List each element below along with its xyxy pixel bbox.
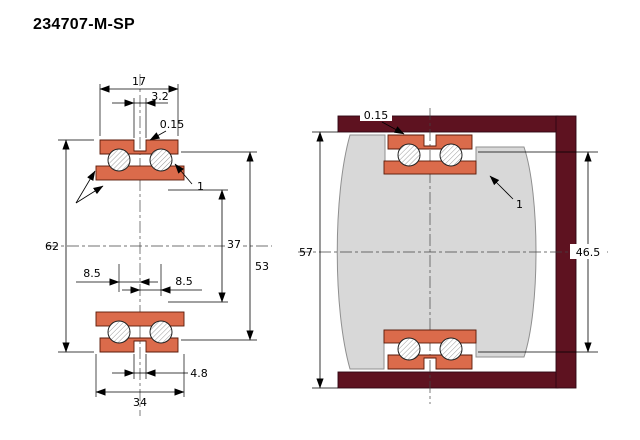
bearing-ball — [439, 143, 463, 167]
dimension-chamfer-left: 0.15 — [149, 118, 185, 141]
bearing-ball — [397, 143, 421, 167]
dim-label-46-5: 46.5 — [576, 246, 601, 259]
part-label-1-right: 1 — [516, 198, 523, 211]
dimension-inner-diameter: 37 — [168, 189, 243, 303]
dimension-housing-height: 57 — [299, 131, 338, 389]
dim-label-57: 57 — [299, 246, 313, 259]
right-mounted-view: 0.15 1 57 46.5 — [298, 108, 608, 404]
dimension-outer-diameter: 62 — [45, 139, 94, 353]
dim-label-62: 62 — [45, 240, 59, 253]
dim-label-34: 34 — [133, 396, 147, 409]
dim-label-3-2: 3.2 — [151, 90, 169, 103]
dimension-clearance-right: 0.15 — [360, 108, 405, 135]
shaft-section — [336, 134, 537, 370]
right-bottom-bearing-half — [383, 329, 477, 370]
left-top-bearing-half — [95, 139, 185, 181]
left-bottom-bearing-half — [95, 311, 185, 353]
right-top-bearing-half — [383, 134, 477, 175]
housing-washer-bottom — [95, 311, 185, 327]
dim-label-17: 17 — [132, 75, 146, 88]
dimension-row-offset-right: 8.5 — [122, 264, 202, 296]
dim-label-0-15: 0.15 — [160, 118, 185, 131]
dim-label-8-5-left: 8.5 — [83, 267, 101, 280]
dimension-seat-diameter: 53 — [181, 151, 271, 341]
bearing-ball — [149, 320, 173, 344]
part-callout-left: 1 — [174, 163, 204, 193]
housing-washer-top — [95, 165, 185, 181]
dimension-slot-top: 3.2 — [112, 90, 169, 138]
bearing-ball — [397, 337, 421, 361]
dim-label-37: 37 — [227, 238, 241, 251]
housing — [337, 115, 577, 389]
part-label-1: 1 — [197, 180, 204, 193]
part-callout-right: 1 — [489, 175, 523, 211]
bearing-ball — [107, 148, 131, 172]
dim-label-0-15-right: 0.15 — [364, 109, 389, 122]
bearing-ball — [439, 337, 463, 361]
dim-label-4-8: 4.8 — [190, 367, 208, 380]
dimension-slot-bottom: 4.8 — [112, 354, 208, 380]
bearing-ball — [107, 320, 131, 344]
housing-bottom-bar — [337, 371, 559, 389]
drawing-title: 234707-M-SP — [33, 16, 136, 33]
housing-washer-bottom — [383, 329, 477, 344]
dimension-total-width: 34 — [95, 354, 185, 409]
dim-label-53: 53 — [255, 260, 269, 273]
dimension-row-width: 17 — [99, 75, 179, 136]
housing-washer-top — [383, 160, 477, 175]
bearing-ball — [149, 148, 173, 172]
left-section-view: 17 3.2 0.15 1 — [45, 74, 272, 416]
dimension-row-offset-left: 8.5 — [76, 264, 158, 292]
dimension-seat-height: 46.5 — [478, 151, 606, 353]
double-leader-callout — [75, 170, 104, 204]
dim-label-8-5-right: 8.5 — [175, 275, 193, 288]
